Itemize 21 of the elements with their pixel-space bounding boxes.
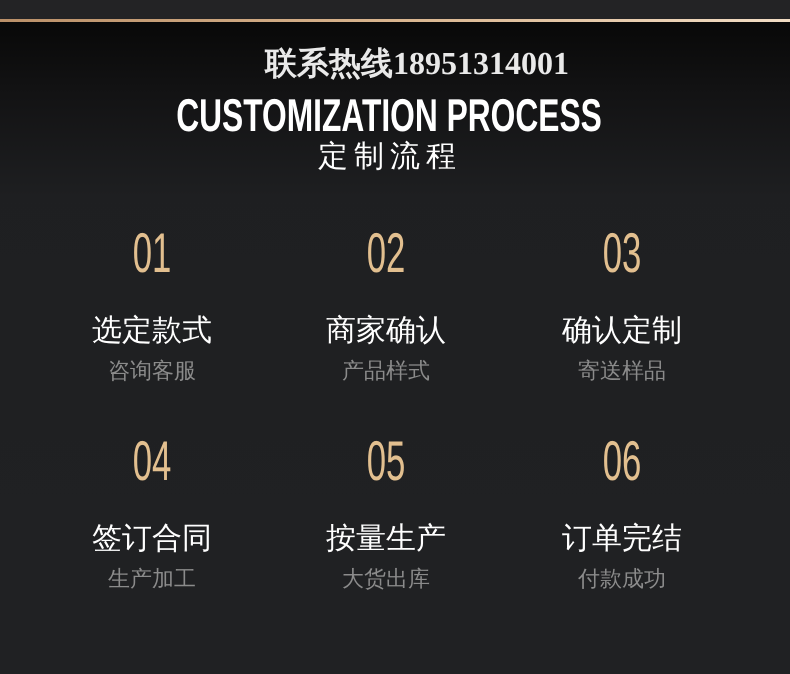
step-caption: 生产加工	[108, 569, 196, 591]
step-title: 选定款式	[92, 316, 212, 346]
step-caption: 付款成功	[578, 569, 666, 591]
step-number: 05	[366, 433, 406, 489]
subtitle-text: 定制流程	[318, 142, 462, 172]
step-caption: 寄送样品	[578, 361, 666, 383]
step-title: 按量生产	[326, 524, 446, 554]
step-number: 03	[602, 225, 642, 281]
step-title: 订单完结	[562, 524, 682, 554]
step-title: 商家确认	[326, 316, 446, 346]
step-number: 01	[132, 225, 172, 281]
step-number: 06	[602, 433, 642, 489]
step-number: 04	[132, 433, 172, 489]
title-heading: CUSTOMIZATION PROCESS	[176, 92, 602, 138]
step-caption: 咨询客服	[108, 361, 196, 383]
step-caption: 产品样式	[342, 361, 430, 383]
step-title: 签订合同	[92, 524, 212, 554]
step-number: 02	[366, 225, 406, 281]
step-caption: 大货出库	[342, 569, 430, 591]
step-title: 确认定制	[562, 316, 682, 346]
hotline-text: 联系热线18951314001	[265, 47, 569, 79]
